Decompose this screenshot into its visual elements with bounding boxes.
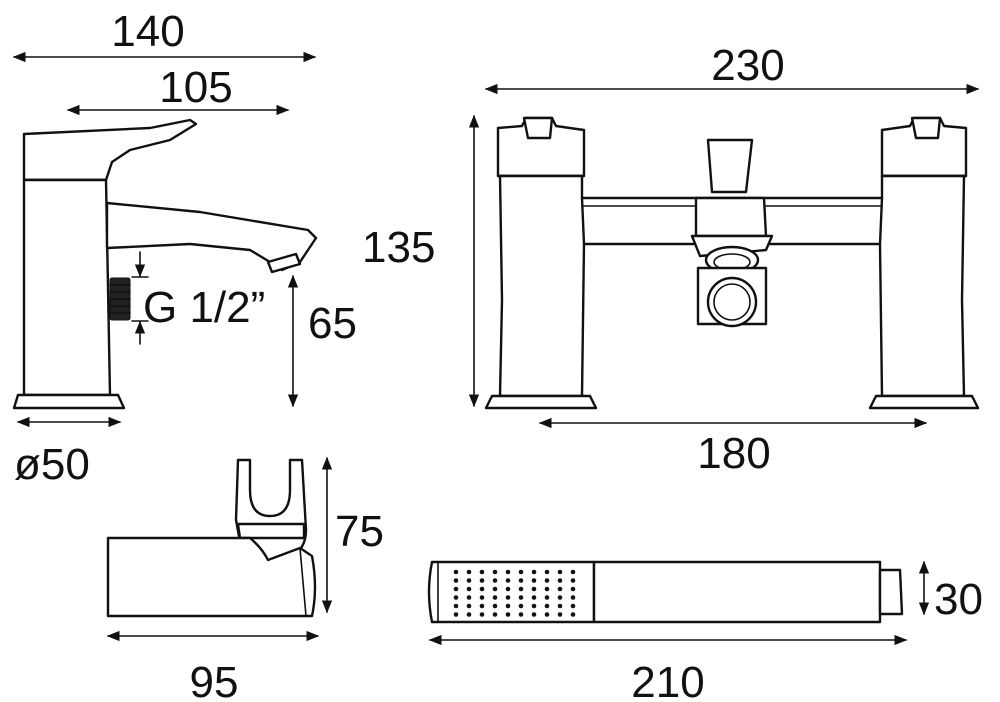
handset-view: 30 210 [427,560,983,702]
dim-label-front-height: 135 [362,223,435,272]
dim-label-base-diameter: ø50 [14,440,90,489]
nozzle-dot [505,612,511,617]
nozzle-dot [557,603,563,609]
holder-view: 75 95 [106,456,384,702]
nozzle-dot [505,603,511,609]
nozzle-dot [531,586,537,592]
nozzle-dot [518,603,524,609]
nozzle-dot [570,586,576,592]
front-right-handle-tab [910,116,942,140]
nozzle-dot [570,595,576,600]
nozzle-dot [570,603,576,609]
nozzle-dot [505,569,511,575]
front-right-base [868,394,980,410]
dim-label-thread: G 1/2” [143,283,265,332]
handset-handle [592,560,882,624]
nozzle-dot [492,603,498,609]
nozzle-dot [531,603,537,609]
nozzle-dot [544,612,550,617]
nozzle-dot [466,603,472,609]
nozzle-dot [531,595,537,600]
nozzle-dot [479,578,485,583]
nozzle-dot [570,612,576,617]
nozzle-dot [492,569,498,575]
nozzle-dot [557,595,563,600]
nozzle-dot [518,586,524,592]
nozzle-dot [479,603,485,609]
dim-label-holder-height: 75 [335,507,384,556]
nozzle-dot [479,586,485,592]
nozzle-dot [492,578,498,583]
nozzle-dot [453,569,459,575]
nozzle-dot [453,578,459,583]
front-left-base [484,394,598,410]
holder-body [106,536,317,618]
side-lever-handle [22,118,198,182]
nozzle-dot [557,586,563,592]
holder-clip-lip [236,522,306,540]
nozzle-dot [544,578,550,583]
nozzle-dot [518,569,524,575]
nozzle-dot [479,595,485,600]
side-body [22,178,112,397]
nozzle-dot [466,578,472,583]
nozzle-dot [518,595,524,600]
dim-label-front-overall: 230 [711,41,784,90]
nozzle-dot [492,612,498,617]
nozzle-dot [466,612,472,617]
nozzle-dot [479,569,485,575]
handset-head [427,560,596,624]
nozzle-dot [531,569,537,575]
nozzle-dot [466,586,472,592]
front-right-body [878,174,966,398]
nozzle-dot [570,569,576,575]
nozzle-dot [466,595,472,600]
front-view: 230 135 180 [362,41,980,478]
nozzle-dot [544,603,550,609]
nozzle-dot [557,578,563,583]
nozzle-dot [453,595,459,600]
handset-nozzles [453,569,576,617]
nozzle-dot [479,612,485,617]
side-base [12,393,126,410]
dim-label-handset-diameter: 30 [934,575,983,624]
nozzle-dot [453,612,459,617]
dim-label-front-centres: 180 [697,429,770,478]
front-diverter-top [694,196,768,238]
nozzle-dot [492,586,498,592]
nozzle-dot [518,578,524,583]
side-spout-tip [266,252,302,274]
nozzle-dot [518,612,524,617]
nozzle-dot [505,578,511,583]
nozzle-dot [557,569,563,575]
nozzle-dot [570,578,576,583]
nozzle-dot [544,569,550,575]
dim-label-holder-depth: 95 [190,658,239,702]
nozzle-dot [557,612,563,617]
side-view: 140 105 G 1/2” 65 ø50 [12,7,357,489]
front-left-handle-tab [522,116,554,140]
dim-label-spout-reach: 105 [159,63,232,112]
front-left-body [498,174,586,398]
nozzle-dot [505,595,511,600]
front-diverter-knob [706,276,758,328]
dim-label-handset-length: 210 [631,658,704,702]
nozzle-dot [453,586,459,592]
dim-label-spout-height: 65 [308,299,357,348]
nozzle-dot [531,578,537,583]
nozzle-dot [544,586,550,592]
nozzle-dot [453,603,459,609]
front-center-handle [706,138,754,194]
nozzle-dot [466,569,472,575]
handset-connector [878,568,904,616]
nozzle-dot [492,595,498,600]
dim-label-side-overall: 140 [111,7,184,56]
nozzle-dot [531,612,537,617]
nozzle-dot [544,595,550,600]
nozzle-dot [505,586,511,592]
